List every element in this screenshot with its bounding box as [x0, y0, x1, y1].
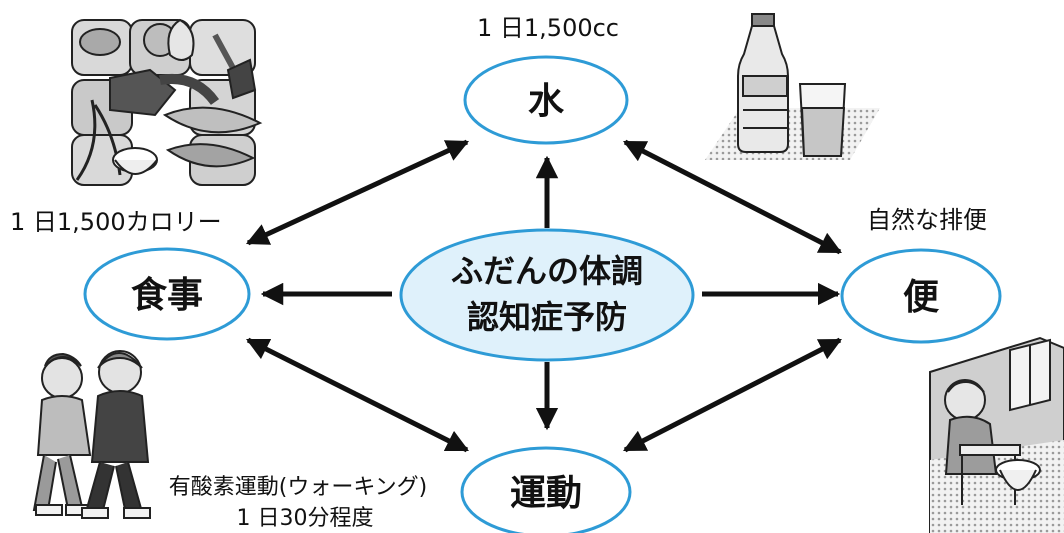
arrows — [245, 139, 843, 453]
food-illustration — [71, 18, 263, 186]
meal-label: 食事 — [131, 275, 203, 316]
center-line1: ふだんの体調 — [451, 252, 643, 290]
stool-note: 自然な排便 — [867, 206, 987, 234]
node-stool: 便 — [840, 248, 1002, 344]
arrow-meal-water — [245, 139, 470, 246]
node-exercise: 運動 — [460, 446, 632, 533]
arrow-stool-exercise — [622, 337, 843, 453]
center-line2: 認知症予防 — [467, 298, 627, 336]
water-bottle-and-glass-illustration — [705, 13, 880, 160]
node-water: 水 — [463, 55, 629, 145]
exercise-note-line2: 1 日30分程度 — [237, 506, 374, 531]
water-label: 水 — [528, 81, 565, 122]
walking-couple-illustration — [32, 350, 151, 519]
exercise-note-line1: 有酸素運動(ウォーキング) — [169, 475, 428, 500]
node-center: ふだんの体調 認知症予防 — [399, 228, 695, 362]
toilet-illustration — [929, 336, 1064, 533]
exercise-label: 運動 — [510, 473, 582, 514]
water-note: 1 日1,500cc — [477, 14, 619, 42]
meal-note: 1 日1,500カロリー — [10, 208, 222, 236]
stool-label: 便 — [903, 277, 940, 318]
arrow-meal-exercise — [245, 337, 470, 453]
arrow-water-stool — [622, 139, 843, 255]
node-meal: 食事 — [83, 247, 251, 341]
